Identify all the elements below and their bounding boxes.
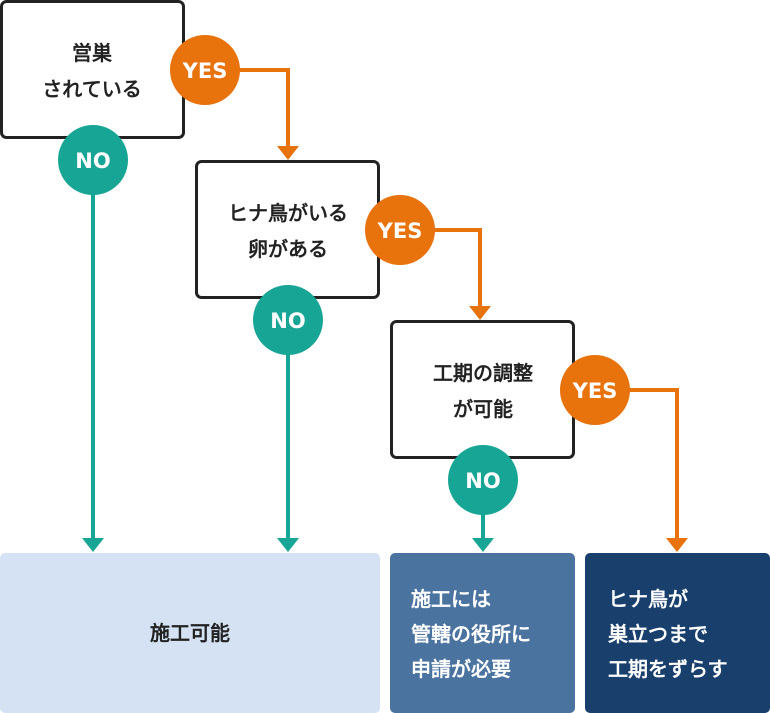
question-box-1: 営巣 されている: [0, 0, 185, 139]
yes-arrowhead-3: [666, 538, 688, 552]
outcome-box-2: 施工には 管轄の役所に 申請が必要: [390, 553, 575, 713]
outcome-3-line-3: 工期をずらす: [608, 657, 728, 681]
outcome-2-line-3: 申請が必要: [411, 657, 511, 681]
question-3-line-1: 工期の調整: [433, 361, 533, 385]
outcome-2-line-1: 施工には: [411, 587, 491, 611]
no-badge-3: NO: [448, 445, 518, 515]
question-2-line-2: 卵がある: [248, 237, 328, 261]
question-box-2: ヒナ鳥がいる 卵がある: [195, 160, 380, 299]
no-arrowhead-1: [82, 538, 104, 552]
yes-badge-3-label: YES: [572, 379, 618, 403]
outcome-box-3: ヒナ鳥が 巣立つまで 工期をずらす: [585, 553, 770, 713]
outcome-2-line-2: 管轄の役所に: [411, 622, 531, 646]
outcome-3-line-2: 巣立つまで: [607, 622, 708, 646]
question-3-line-2: が可能: [453, 397, 513, 421]
no-badge-2-label: NO: [270, 309, 305, 333]
outcome-3-line-1: ヒナ鳥が: [608, 587, 688, 611]
yes-badge-1-label: YES: [182, 59, 228, 83]
question-1-line-2: されている: [42, 77, 141, 101]
outcome-1-line-1: 施工可能: [150, 621, 230, 645]
question-2-line-1: ヒナ鳥がいる: [228, 201, 348, 225]
no-arrowhead-2: [277, 538, 299, 552]
yes-badge-1: YES: [170, 35, 240, 105]
no-badge-1: NO: [58, 125, 128, 195]
no-arrowhead-3: [472, 538, 494, 552]
outcome-box-1: 施工可能: [0, 553, 380, 713]
no-badge-1-label: NO: [75, 149, 110, 173]
question-1-line-1: 営巣: [72, 41, 113, 65]
yes-arrowhead-1: [277, 146, 299, 160]
yes-badge-3: YES: [560, 355, 630, 425]
no-badge-2: NO: [253, 285, 323, 355]
yes-badge-2-label: YES: [377, 219, 423, 243]
yes-badge-2: YES: [365, 195, 435, 265]
yes-arrowhead-2: [469, 306, 491, 320]
question-box-3: 工期の調整 が可能: [390, 320, 575, 459]
no-badge-3-label: NO: [465, 469, 500, 493]
